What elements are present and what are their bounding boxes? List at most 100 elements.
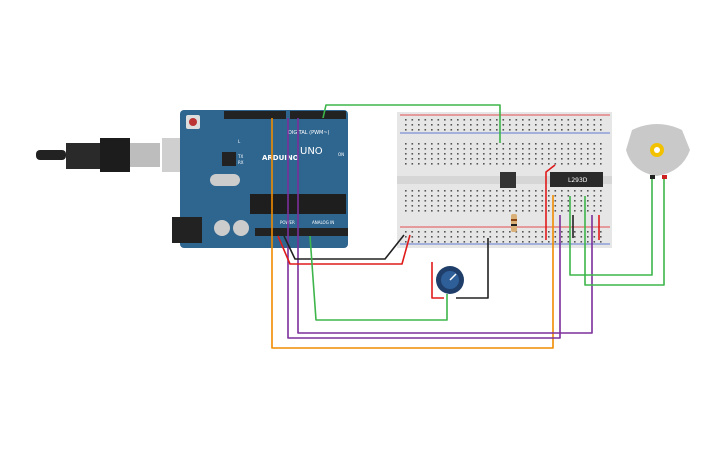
breadboard-hole	[450, 195, 453, 197]
breadboard-hole	[437, 236, 440, 238]
header-analog	[310, 228, 348, 236]
wire-black-gnd[interactable]	[283, 234, 405, 260]
breadboard-hole	[411, 143, 414, 145]
breadboard-hole	[424, 236, 427, 238]
breadboard-hole	[437, 124, 440, 126]
breadboard-hole	[515, 163, 518, 165]
breadboard-hole	[502, 236, 505, 238]
breadboard-hole	[600, 190, 602, 192]
wire-green-motor-2[interactable]	[584, 179, 665, 286]
breadboard-hole	[593, 148, 596, 150]
wire-purple-1[interactable]	[287, 118, 561, 339]
breadboard-hole	[535, 129, 537, 131]
breadboard-hole	[567, 205, 570, 207]
wire-green-button[interactable]	[322, 104, 501, 143]
breadboard-hole	[522, 119, 524, 121]
breadboard-hole	[405, 158, 407, 160]
breadboard-hole	[541, 200, 544, 202]
wire-red-5v[interactable]	[277, 234, 411, 265]
breadboard-hole	[405, 231, 407, 233]
wire-green-motor-1[interactable]	[569, 179, 653, 276]
breadboard-hole	[554, 124, 557, 126]
breadboard-hole	[411, 205, 414, 207]
ic-label: L293D	[568, 177, 588, 184]
breadboard-hole	[463, 205, 466, 207]
breadboard-hole	[574, 190, 576, 192]
breadboard-hole	[509, 143, 511, 145]
wire-black-pot[interactable]	[456, 238, 489, 299]
breadboard-hole	[600, 205, 602, 207]
breadboard-hole	[437, 200, 440, 202]
breadboard-hole	[418, 163, 420, 165]
breadboard-hole	[444, 158, 446, 160]
breadboard-hole	[444, 129, 446, 131]
breadboard-hole	[509, 124, 511, 126]
breadboard-hole	[522, 195, 524, 197]
breadboard-hole	[548, 210, 550, 212]
breadboard-hole	[593, 124, 596, 126]
breadboard-hole	[470, 124, 472, 126]
wire-green-a0[interactable]	[309, 235, 448, 321]
breadboard-hole	[405, 205, 407, 207]
breadboard-hole	[580, 148, 583, 150]
l293d-chip[interactable]: L293D	[550, 172, 603, 187]
breadboard-hole	[580, 205, 583, 207]
breadboard-hole	[502, 205, 505, 207]
breadboard-hole	[574, 205, 576, 207]
breadboard-hole	[600, 143, 602, 145]
breadboard-hole	[450, 158, 453, 160]
breadboard-hole	[502, 129, 505, 131]
breadboard-hole	[476, 200, 479, 202]
breadboard-hole	[457, 124, 459, 126]
breadboard-hole	[405, 163, 407, 165]
breadboard-hole	[476, 124, 479, 126]
breadboard-hole	[450, 148, 453, 150]
breadboard-hole	[489, 124, 492, 126]
breadboard-hole	[502, 158, 505, 160]
breadboard-hole	[463, 148, 466, 150]
breadboard-hole	[470, 190, 472, 192]
breadboard-hole	[457, 119, 459, 121]
breadboard-hole	[509, 153, 511, 155]
breadboard-hole	[600, 153, 602, 155]
breadboard-hole	[463, 231, 466, 233]
breadboard-hole	[574, 210, 576, 212]
wire-red-bb[interactable]	[545, 164, 556, 240]
breadboard-hole	[431, 158, 433, 160]
breadboard-hole	[580, 200, 583, 202]
breadboard-hole	[424, 158, 427, 160]
breadboard-hole	[418, 143, 420, 145]
potentiometer[interactable]	[436, 266, 464, 294]
breadboard-hole	[411, 241, 414, 243]
breadboard-hole	[567, 129, 570, 131]
breadboard-hole	[509, 231, 511, 233]
wire-purple-2[interactable]	[297, 118, 593, 334]
breadboard-hole	[476, 163, 479, 165]
breadboard-hole	[411, 195, 414, 197]
breadboard-hole	[580, 119, 583, 121]
breadboard-hole	[411, 231, 414, 233]
breadboard-hole	[561, 119, 563, 121]
resistor[interactable]	[511, 214, 517, 232]
breadboard-hole	[411, 190, 414, 192]
breadboard-hole	[548, 236, 550, 238]
dc-motor[interactable]	[626, 124, 690, 179]
breadboard-hole	[476, 241, 479, 243]
wire-orange[interactable]	[271, 118, 554, 349]
breadboard-hole	[502, 231, 505, 233]
arduino-uno-board[interactable]: ARDUINO UNO DIGITAL (PWM~) POWER ANALOG …	[172, 110, 348, 248]
breadboard-hole	[483, 163, 485, 165]
breadboard-hole	[418, 241, 420, 243]
wire-red-pot[interactable]	[431, 262, 444, 299]
breadboard-hole	[548, 241, 550, 243]
breadboard-hole	[502, 190, 505, 192]
breadboard-hole	[489, 163, 492, 165]
breadboard-hole	[405, 143, 407, 145]
breadboard-hole	[593, 231, 596, 233]
breadboard-hole	[600, 236, 602, 238]
breadboard-hole	[535, 195, 537, 197]
breadboard-hole	[470, 195, 472, 197]
pushbutton[interactable]	[500, 172, 516, 188]
breadboard-hole	[528, 210, 531, 212]
